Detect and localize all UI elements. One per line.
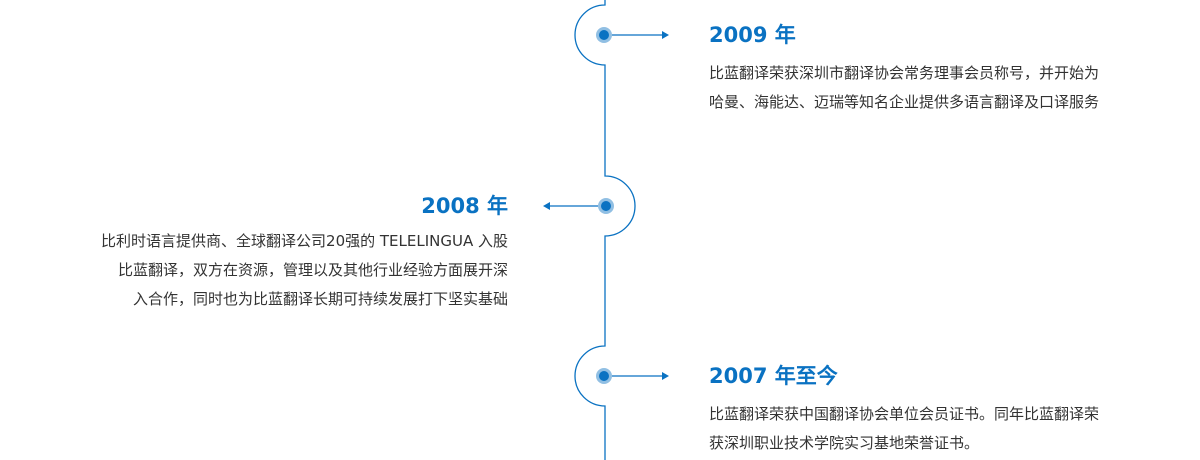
entry-year: 2009 年 (709, 23, 796, 47)
arrow-left-icon (543, 202, 550, 210)
entry-year: 2008 年 (421, 194, 508, 218)
arrow-right-icon (662, 372, 669, 380)
entry-description: 比蓝翻译荣获深圳市翻译协会常务理事会员称号，并开始为 哈曼、海能达、迈瑞等知名企… (709, 59, 1189, 117)
timeline-dot (596, 368, 612, 384)
timeline-entry-2007: 2007 年至今 比蓝翻译荣获中国翻译协会单位会员证书。同年比蓝翻译荣 获深圳职… (709, 362, 1189, 458)
desc-line: 比蓝翻译，双方在资源，管理以及其他行业经验方面展开深 (117, 261, 508, 279)
desc-line: 比利时语言提供商、全球翻译公司20强的 TELELINGUA 入股 (101, 232, 508, 250)
arrow-right-icon (662, 31, 669, 39)
timeline-dot (598, 198, 614, 214)
timeline-entry-2009: 2009 年 比蓝翻译荣获深圳市翻译协会常务理事会员称号，并开始为 哈曼、海能达… (709, 21, 1189, 117)
entry-year: 2007 年至今 (709, 364, 838, 388)
timeline-dot (596, 27, 612, 43)
desc-line: 比蓝翻译荣获中国翻译协会单位会员证书。同年比蓝翻译荣 (709, 405, 1100, 423)
desc-line: 获深圳职业技术学院实习基地荣誉证书。 (709, 434, 980, 452)
entry-description: 比利时语言提供商、全球翻译公司20强的 TELELINGUA 入股 比蓝翻译，双… (20, 227, 508, 314)
desc-line: 入合作，同时也为比蓝翻译长期可持续发展打下坚实基础 (132, 290, 508, 308)
timeline-entry-2008: 2008 年 比利时语言提供商、全球翻译公司20强的 TELELINGUA 入股… (20, 192, 508, 314)
desc-line: 比蓝翻译荣获深圳市翻译协会常务理事会员称号，并开始为 (709, 64, 1100, 82)
entry-description: 比蓝翻译荣获中国翻译协会单位会员证书。同年比蓝翻译荣 获深圳职业技术学院实习基地… (709, 400, 1189, 458)
desc-line: 哈曼、海能达、迈瑞等知名企业提供多语言翻译及口译服务 (709, 93, 1100, 111)
